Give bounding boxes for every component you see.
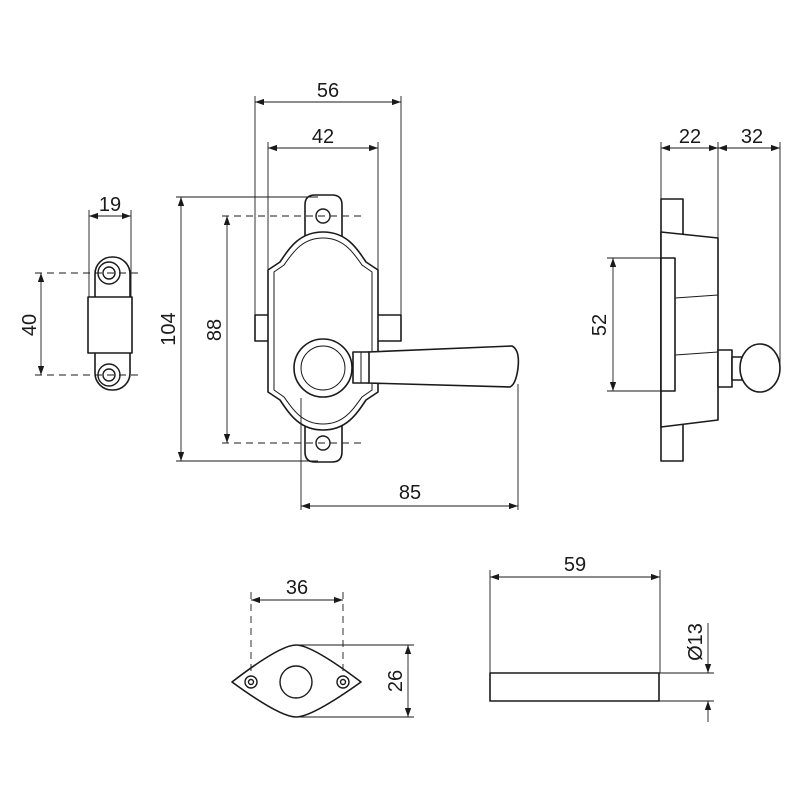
dim-label-plate-inner-width: 42 <box>312 126 334 148</box>
keeper-body <box>87 296 133 354</box>
dim-label-spindle-length: 59 <box>564 554 586 576</box>
dim-label-keeper-hole-spacing: 40 <box>19 314 41 336</box>
rosette-hole-right-inner <box>339 678 347 686</box>
hub-inner <box>300 345 346 391</box>
rosette-spindle-hole <box>279 665 313 699</box>
dim-label-keeper-width: 19 <box>99 194 121 216</box>
dim-label-rosette-height: 26 <box>385 670 407 692</box>
keeper-view: 19 40 <box>19 194 140 391</box>
dim-label-side-height: 52 <box>589 314 611 336</box>
dim-label-total-height: 104 <box>158 312 180 345</box>
lever-handle <box>367 345 520 388</box>
knob-collar <box>717 349 733 388</box>
side-view: 22 32 52 <box>589 126 781 462</box>
dim-label-lever-length: 85 <box>399 482 421 504</box>
knob-ball <box>739 343 781 393</box>
dim-label-rosette-hole-spacing: 36 <box>286 577 308 599</box>
dim-label-hole-spacing: 88 <box>204 319 226 341</box>
front-view: 56 42 104 88 85 <box>158 80 520 510</box>
dim-label-side-depth: 22 <box>679 126 701 148</box>
spindle-bar <box>489 672 660 702</box>
rosette-hole-left-inner <box>247 678 255 686</box>
hub-outer <box>293 338 353 398</box>
rosette-view: 36 26 <box>231 577 414 718</box>
escutcheon-inner-outline <box>273 237 373 425</box>
side-inner-block <box>660 257 676 392</box>
dim-label-spindle-diameter: Ø13 <box>685 623 707 661</box>
dim-label-plate-outer-width: 56 <box>317 80 339 102</box>
dim-label-knob-projection: 32 <box>741 126 763 148</box>
spindle-view: 59 Ø13 <box>489 554 714 722</box>
escutcheon-plate <box>267 231 379 431</box>
